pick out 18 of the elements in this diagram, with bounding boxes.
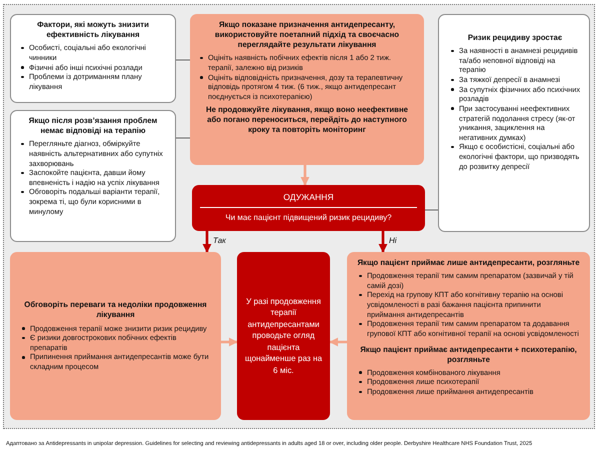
arrow (202, 231, 212, 253)
arrow (221, 338, 238, 346)
arrow (329, 338, 347, 346)
process-box (10, 252, 221, 420)
decision-box (192, 185, 425, 231)
process-box (190, 14, 424, 165)
process-box (347, 252, 590, 420)
highlight-box (237, 252, 330, 420)
edge-label: Ні (389, 236, 397, 245)
title-text: ОДУЖАННЯ (200, 192, 417, 208)
body-text: У разі продовження терапії антидепресантами проводьте огляд пацієнта щонайменше раз на 6 міс. (244, 296, 324, 376)
process-box (10, 110, 176, 242)
process-box (438, 14, 590, 232)
edge-label: Так (213, 236, 226, 245)
process-box (10, 14, 176, 103)
arrow (378, 231, 388, 253)
question-text: Чи має пацієнт підвищений ризик рецидиву? (224, 213, 393, 224)
arrow (300, 165, 310, 186)
